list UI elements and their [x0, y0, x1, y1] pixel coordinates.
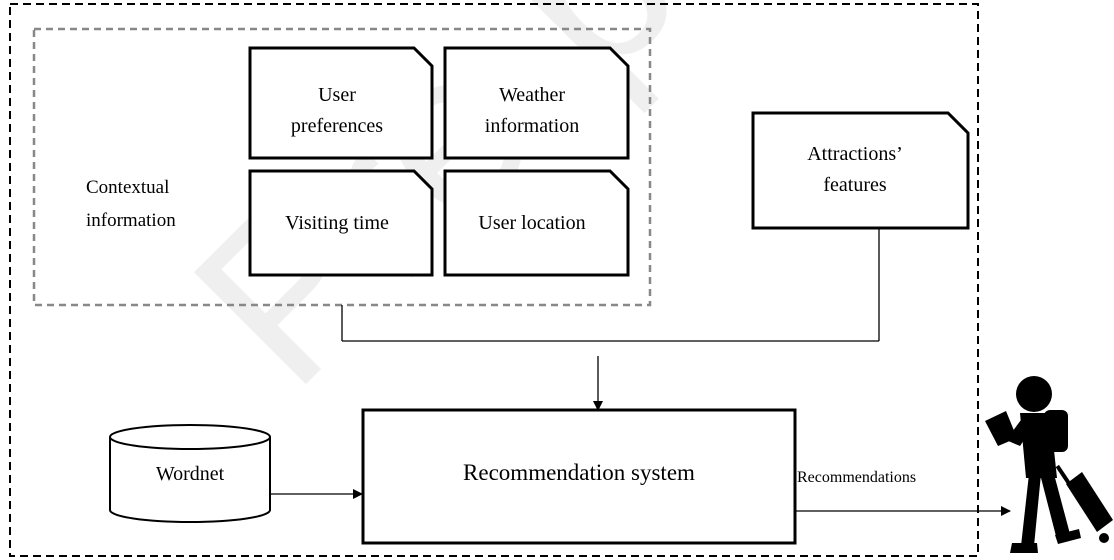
weather-information-label: Weather information: [484, 84, 580, 137]
contextual-information-label: Contextual information: [86, 177, 176, 232]
recommendations-label: Recommendations: [797, 469, 917, 486]
wordnet-database: [109, 424, 271, 523]
recommendation-system-box: [361, 408, 797, 545]
user-preferences-label: User preferences: [290, 84, 384, 137]
card-attractions-features: [751, 111, 970, 230]
traveler-icon: [985, 376, 1113, 553]
visiting-time-label: Visiting time: [285, 211, 389, 234]
system-boundary: [9, 3, 979, 557]
attractions-features-label: Attractions’ features: [807, 143, 903, 196]
wordnet-label: Wordnet: [155, 462, 225, 485]
user-location-label: User location: [478, 211, 586, 234]
card-user-preferences: [248, 46, 434, 160]
card-weather-information: [443, 46, 630, 160]
recommendation-system-label: Recommendation system: [463, 460, 695, 486]
card-user-location: [443, 169, 630, 277]
card-visiting-time: [248, 169, 434, 277]
